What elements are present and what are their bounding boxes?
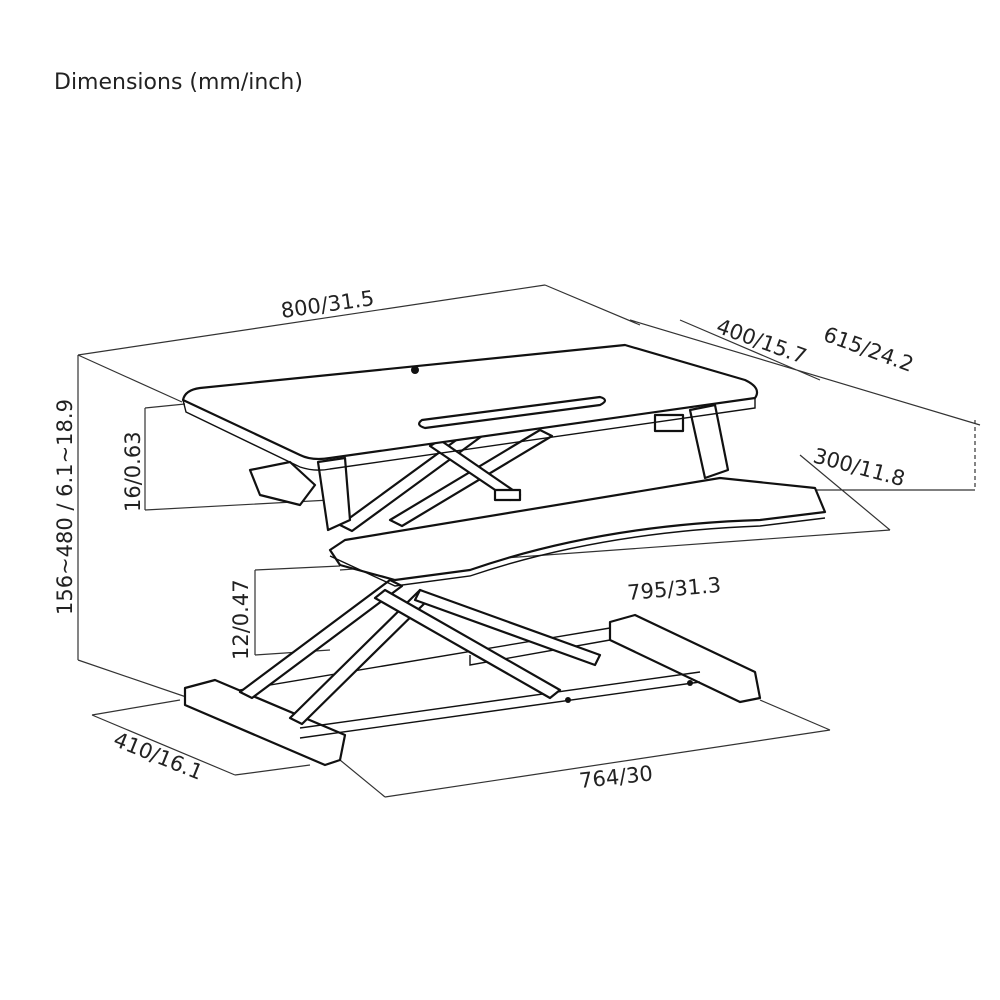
label-tray-thickness: 12/0.47 [229,579,253,660]
label-top-depth: 400/15.7 [713,314,809,369]
label-top-thickness: 16/0.63 [121,431,145,512]
base [183,613,762,767]
uprights [248,403,730,532]
label-tray-depth: 300/11.8 [811,444,908,491]
label-base-depth: 410/16.1 [110,727,206,784]
label-height-range: 156~480 / 6.1~18.9 [53,399,77,615]
keyboard-tray [328,476,827,587]
scissor-legs [238,428,602,726]
label-tray-width: 795/31.3 [626,573,722,605]
diagram-title: Dimensions (mm/inch) [54,70,303,95]
label-total-depth: 615/24.2 [820,322,916,377]
desktop [181,343,759,471]
